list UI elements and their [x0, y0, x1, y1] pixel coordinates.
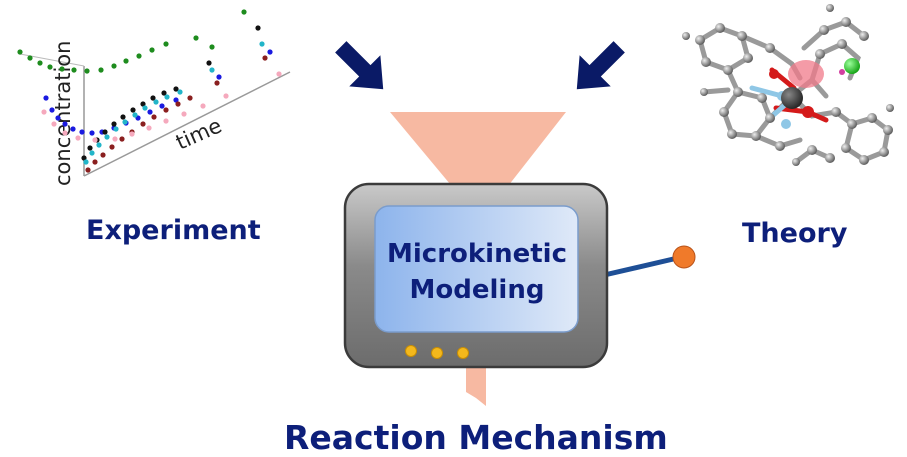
plot-ylabel: concentration	[51, 41, 75, 186]
output-spout	[466, 368, 486, 406]
metal-atom	[781, 87, 803, 109]
experiment-label: Experiment	[86, 215, 261, 246]
halide-atom	[844, 58, 860, 74]
plot-series-darkred	[85, 55, 268, 173]
computer-icon	[343, 182, 609, 369]
model-label: Microkinetic Modeling	[376, 236, 578, 308]
device-button	[457, 347, 469, 359]
plot-series-cyan	[83, 41, 265, 165]
arrow-down-right-icon	[335, 41, 384, 90]
lever-arm	[597, 254, 685, 279]
plot-x-axis	[83, 71, 291, 177]
plot-xlabel: time	[172, 113, 225, 154]
model-label-line2: Modeling	[409, 275, 545, 305]
theory-label: Theory	[742, 218, 848, 249]
plot-series-pink	[41, 71, 282, 143]
molecule-atoms	[682, 4, 894, 166]
device-button	[405, 345, 417, 357]
arrow-down-left-icon	[576, 41, 625, 90]
funnel-icon	[390, 112, 566, 190]
molecule-icon	[682, 4, 894, 166]
model-label-line1: Microkinetic	[387, 239, 567, 269]
plot-series-green	[17, 9, 247, 74]
plot-series-blue	[43, 49, 273, 136]
concentration-time-plot: concentration time	[17, 9, 291, 186]
plot-series-black	[81, 25, 261, 161]
device-button	[431, 347, 443, 359]
lever-knob-icon	[672, 245, 696, 269]
device-screen	[374, 205, 579, 333]
orbital-lobe	[788, 60, 824, 88]
result-label: Reaction Mechanism	[284, 418, 668, 457]
